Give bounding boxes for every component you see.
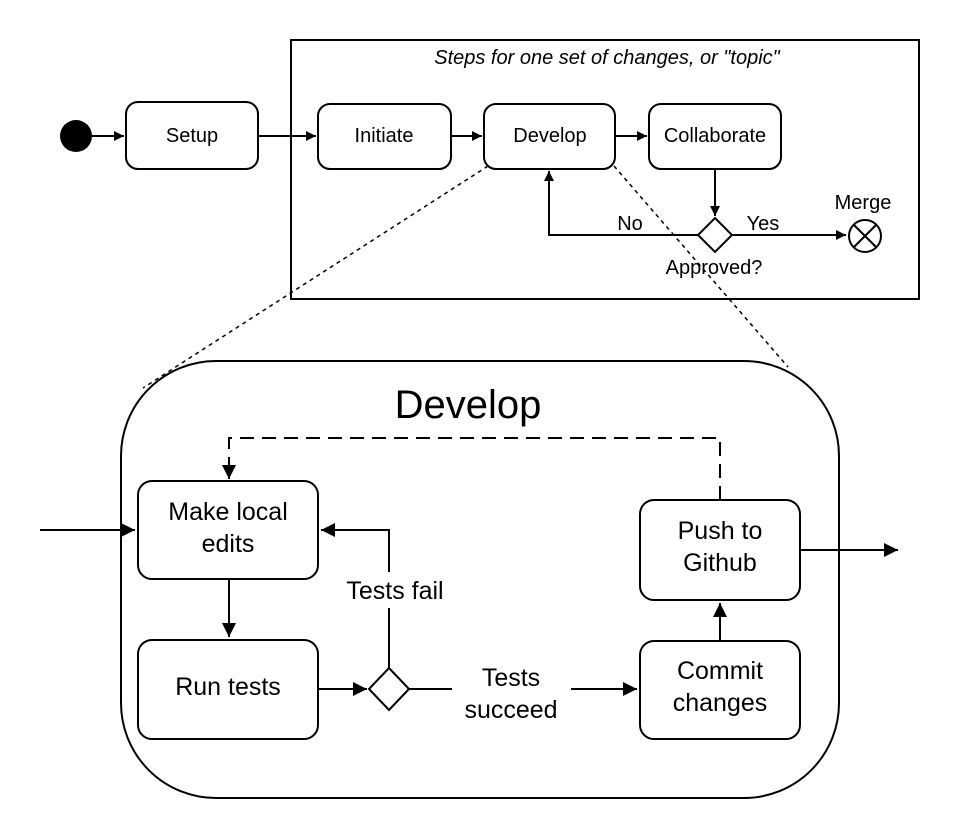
develop-detail-title: Develop	[395, 383, 542, 427]
arrow-tests-fail	[321, 523, 390, 668]
tests-fail-label: Tests fail	[346, 577, 443, 605]
collaborate-label: Collaborate	[664, 125, 766, 147]
make-local-edits-label-line1: Make local	[168, 498, 288, 526]
setup-label: Setup	[166, 125, 218, 147]
run-tests-label: Run tests	[175, 673, 281, 701]
approved-decision	[696, 216, 734, 254]
no-label: No	[617, 213, 643, 235]
commit-changes-label-line1: Commit	[677, 657, 763, 685]
develop-label: Develop	[513, 125, 586, 147]
push-to-github-label-line2: Github	[683, 549, 757, 577]
make-local-edits-label-line2: edits	[202, 530, 255, 558]
tests-fail-label-bg	[340, 572, 450, 608]
topic-frame-caption: Steps for one set of changes, or "topic"	[434, 47, 780, 69]
initial-node	[60, 120, 92, 152]
dashed-loop-back	[228, 437, 721, 500]
tests-succeed-label-line2: succeed	[464, 696, 557, 724]
arrow-no-to-develop	[544, 171, 698, 236]
push-to-github-label-line1: Push to	[678, 517, 763, 545]
merge-node	[848, 219, 882, 253]
approved-label: Approved?	[666, 257, 763, 279]
topic-frame	[290, 39, 920, 300]
zoom-line-left	[142, 165, 489, 389]
tests-decision	[367, 666, 411, 712]
commit-changes-label-line2: changes	[673, 689, 768, 717]
yes-label: Yes	[747, 213, 780, 235]
merge-label: Merge	[835, 192, 892, 214]
tests-succeed-label-line1: Tests	[482, 664, 540, 692]
initiate-label: Initiate	[355, 125, 414, 147]
